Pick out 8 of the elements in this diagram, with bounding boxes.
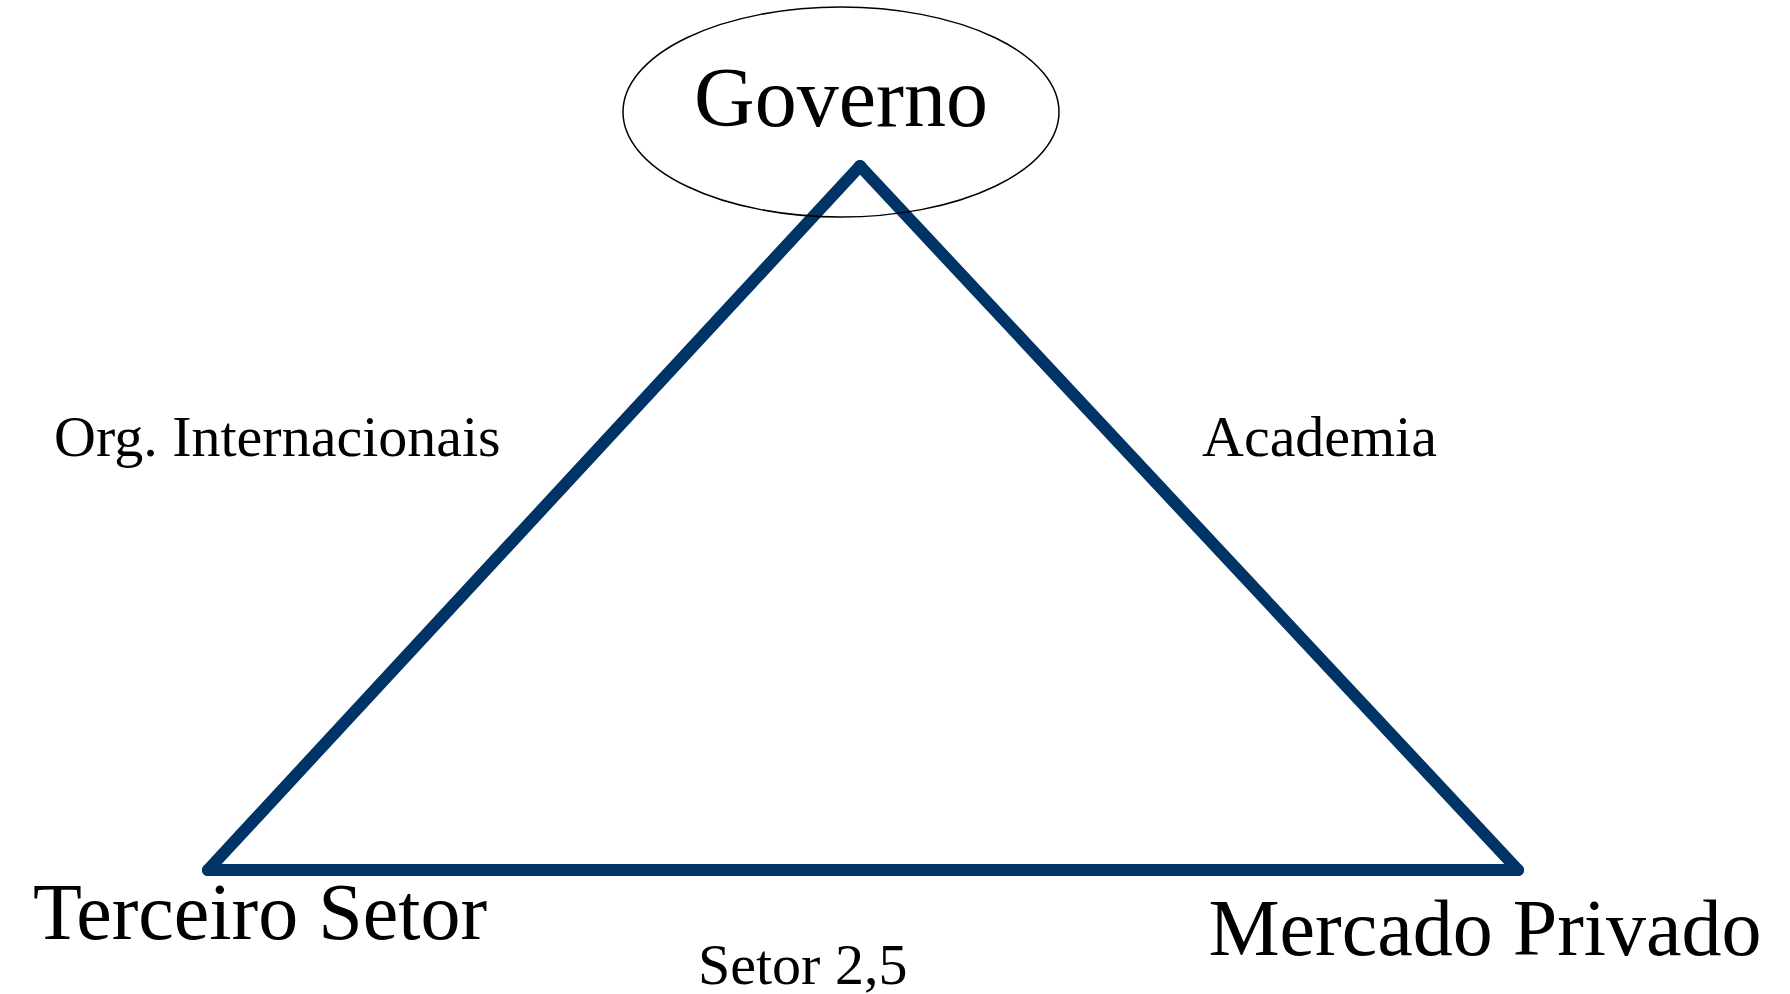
triangle-side	[854, 160, 1524, 876]
node-label: Governo	[694, 56, 988, 140]
edge-label: Org. Internacionais	[54, 408, 501, 466]
ellipse-node	[622, 6, 1060, 218]
edge-label: Academia	[1202, 408, 1438, 466]
node-label: Terceiro Setor	[32, 872, 488, 952]
node-label: Mercado Privado	[1208, 888, 1762, 968]
edge-label: Setor 2,5	[698, 936, 908, 994]
